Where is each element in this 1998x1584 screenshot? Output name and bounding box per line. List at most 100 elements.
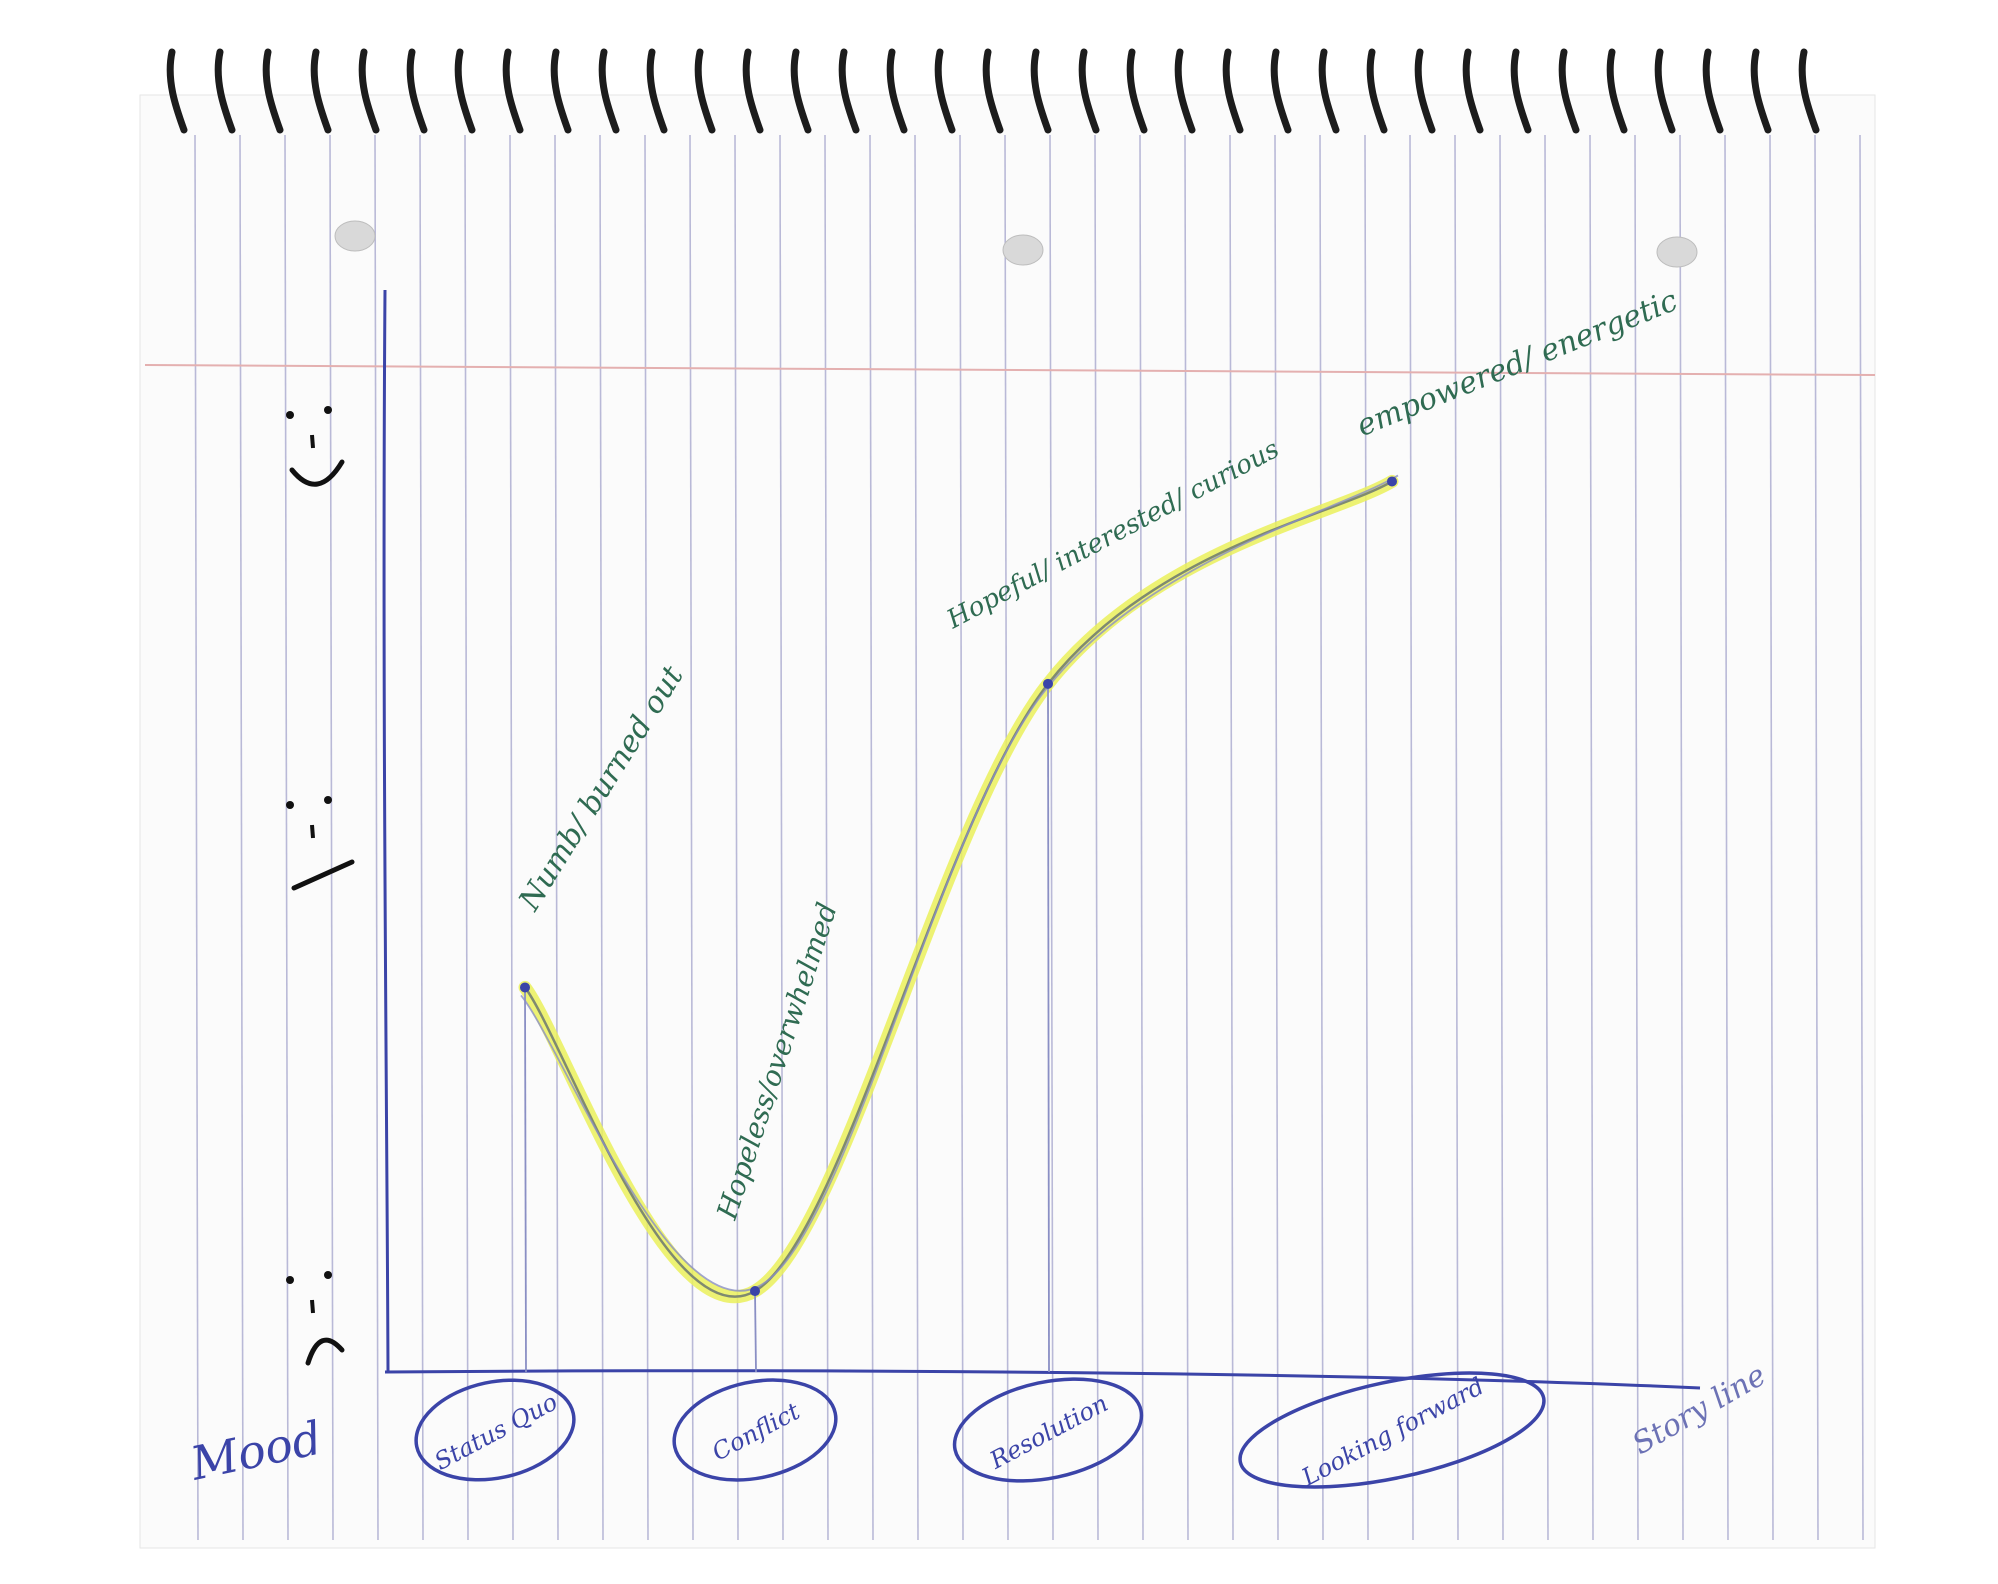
ruled-line bbox=[554, 134, 559, 1541]
spiral-coil bbox=[214, 48, 236, 134]
category-oval bbox=[1238, 1371, 1546, 1489]
spiral-coil bbox=[1510, 48, 1532, 134]
spiral-coil bbox=[310, 48, 332, 134]
ruled-line bbox=[599, 134, 604, 1541]
face-eye bbox=[286, 801, 294, 809]
spiral-coil bbox=[1654, 48, 1676, 134]
ruled-line bbox=[1049, 134, 1054, 1541]
margin-line bbox=[144, 364, 1876, 376]
spiral-coil bbox=[1270, 48, 1292, 134]
spiral-coil bbox=[1798, 48, 1820, 134]
punch-hole bbox=[1002, 234, 1044, 266]
ruled-line bbox=[239, 134, 244, 1541]
ruled-line bbox=[1184, 134, 1189, 1541]
face-eye bbox=[286, 1276, 294, 1284]
data-point bbox=[1043, 678, 1053, 689]
spiral-coil bbox=[886, 48, 908, 134]
spiral-coil bbox=[1366, 48, 1388, 134]
ruled-line bbox=[1409, 134, 1414, 1541]
ruled-line bbox=[1679, 134, 1684, 1541]
spiral-coil bbox=[1078, 48, 1100, 134]
ruled-line bbox=[689, 134, 694, 1541]
spiral-coil bbox=[1318, 48, 1340, 134]
data-point bbox=[520, 982, 530, 993]
category-oval bbox=[952, 1377, 1144, 1483]
ruled-line bbox=[329, 134, 334, 1541]
spiral-coil bbox=[742, 48, 764, 134]
face-mouth bbox=[305, 1337, 345, 1366]
spiral-coil bbox=[838, 48, 860, 134]
face-mouth bbox=[291, 859, 355, 891]
ruled-line bbox=[1229, 134, 1234, 1541]
spiral-coil bbox=[598, 48, 620, 134]
ruled-line bbox=[284, 134, 289, 1541]
spiral-coil bbox=[1126, 48, 1148, 134]
face-nose bbox=[310, 824, 315, 839]
ruled-line bbox=[509, 134, 514, 1541]
ruled-line bbox=[1139, 134, 1144, 1541]
spiral-coil bbox=[1702, 48, 1724, 134]
data-points bbox=[520, 476, 1397, 1373]
drop-line bbox=[754, 1291, 757, 1373]
spiral-coil bbox=[646, 48, 668, 134]
happy-face bbox=[286, 406, 345, 487]
ruled-line bbox=[1544, 134, 1549, 1541]
data-point bbox=[1387, 476, 1397, 487]
ruled-line bbox=[1319, 134, 1324, 1541]
spiral-coil bbox=[1750, 48, 1772, 134]
chart-axes bbox=[382, 289, 1701, 1390]
ruled-line bbox=[1814, 134, 1819, 1541]
y-axis bbox=[382, 289, 390, 1373]
face-eye bbox=[324, 796, 332, 804]
mood-curve bbox=[518, 474, 1399, 1304]
category-oval bbox=[414, 1378, 576, 1482]
ruled-line bbox=[1589, 134, 1594, 1541]
ruled-line bbox=[1094, 134, 1099, 1541]
ruled-line bbox=[374, 134, 379, 1541]
ruled-line bbox=[1724, 134, 1729, 1541]
punch-hole bbox=[334, 220, 376, 252]
drop-line bbox=[524, 987, 527, 1373]
spiral-coil bbox=[166, 48, 188, 134]
face-eye bbox=[324, 1271, 332, 1279]
spiral-coil bbox=[262, 48, 284, 134]
ruled-line bbox=[644, 134, 649, 1541]
ruled-line bbox=[1454, 134, 1459, 1541]
drop-line bbox=[1047, 683, 1050, 1373]
ruled-line bbox=[419, 134, 424, 1541]
data-point bbox=[750, 1286, 760, 1297]
mood-faces bbox=[286, 406, 355, 1366]
x-axis bbox=[384, 1369, 1701, 1390]
ruled-line bbox=[1364, 134, 1369, 1541]
punch-hole bbox=[1656, 236, 1698, 268]
face-nose bbox=[310, 1299, 315, 1314]
ruled-line bbox=[1769, 134, 1774, 1541]
spiral-coil bbox=[934, 48, 956, 134]
punch-holes bbox=[334, 220, 1698, 268]
spiral-coil bbox=[1414, 48, 1436, 134]
spiral-coil bbox=[550, 48, 572, 134]
ruled-line bbox=[464, 134, 469, 1541]
face-eye bbox=[324, 406, 332, 414]
ruled-line bbox=[194, 134, 199, 1541]
ruled-line bbox=[1859, 134, 1864, 1541]
spiral-binding bbox=[166, 48, 1820, 134]
face-eye bbox=[286, 411, 294, 419]
spiral-coil bbox=[502, 48, 524, 134]
spiral-coil bbox=[790, 48, 812, 134]
spiral-coil bbox=[1606, 48, 1628, 134]
spiral-coil bbox=[1558, 48, 1580, 134]
ruled-lines bbox=[144, 134, 1876, 1541]
neutral-face bbox=[286, 796, 355, 891]
spiral-coil bbox=[454, 48, 476, 134]
spiral-coil bbox=[406, 48, 428, 134]
series-line bbox=[524, 480, 1393, 1298]
spiral-coil bbox=[982, 48, 1004, 134]
spiral-coil bbox=[694, 48, 716, 134]
face-mouth bbox=[289, 459, 345, 487]
series-line-sketch bbox=[520, 474, 1399, 1292]
ruled-line bbox=[1499, 134, 1504, 1541]
ruled-line bbox=[1274, 134, 1279, 1541]
sad-face bbox=[286, 1271, 345, 1366]
